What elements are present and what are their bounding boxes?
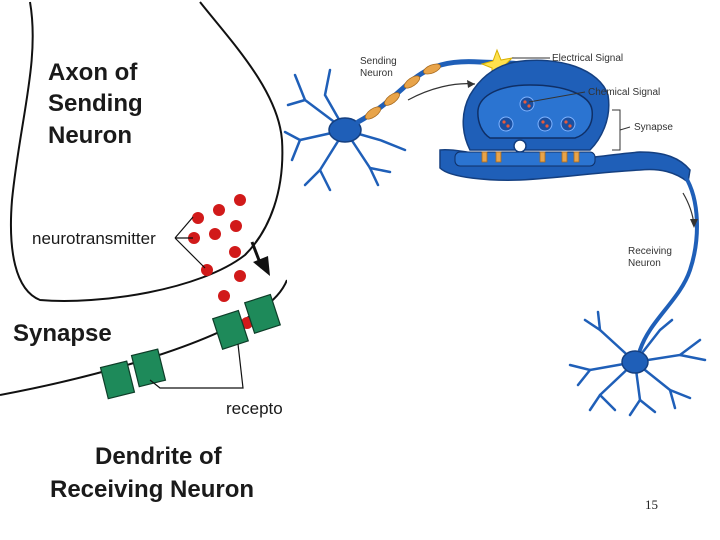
sending-neuron-soma xyxy=(328,117,362,143)
axon-terminal-outline xyxy=(9,1,284,302)
page-number: 15 xyxy=(645,497,658,512)
electrical-signal-label: Electrical Signal xyxy=(552,53,623,64)
vesicle xyxy=(229,246,241,258)
vesicle xyxy=(218,290,230,302)
dendrite-title-line-2: Receiving Neuron xyxy=(50,476,254,503)
vesicle xyxy=(213,204,225,216)
left-synapse-diagram: Axon of Sending Neuron neurotransmitter … xyxy=(0,1,288,503)
receptor xyxy=(211,309,250,350)
chemical-signal-leader xyxy=(528,91,586,103)
synaptic-cleft-membrane xyxy=(454,151,596,167)
vesicle-contents xyxy=(502,100,572,128)
axon-title-line-3: Neuron xyxy=(48,122,132,149)
receptor xyxy=(243,293,282,334)
synapse-bracket xyxy=(612,109,621,151)
receptor-leader xyxy=(149,343,244,389)
myelin-sheath xyxy=(364,63,441,120)
release-vesicle xyxy=(513,139,527,153)
receiving-axon xyxy=(638,174,699,352)
receiving-neuron-dendrites xyxy=(568,310,707,417)
vesicle xyxy=(192,212,204,224)
vesicle xyxy=(234,194,246,206)
terminal-inner xyxy=(477,84,594,139)
receiving-neuron-soma xyxy=(621,350,649,374)
signal-flow-arrow-top xyxy=(407,83,476,101)
neurotransmitter-leader xyxy=(174,216,206,269)
receptor xyxy=(130,348,167,388)
terminal-vesicles xyxy=(498,96,576,132)
sending-neuron-label-2: Neuron xyxy=(360,68,393,79)
receptor xyxy=(99,360,136,400)
dendrite-title-line-1: Dendrite of xyxy=(95,443,223,470)
vesicle xyxy=(209,228,221,240)
synapse-small-label: Synapse xyxy=(634,122,673,133)
sending-neuron-label-1: Sending xyxy=(360,56,397,67)
dendrite-membrane-line xyxy=(0,279,288,396)
release-arrow xyxy=(250,241,270,276)
synapse-label: Synapse xyxy=(13,320,112,347)
receiving-neuron-label-1: Receiving xyxy=(628,246,672,257)
vesicle xyxy=(230,220,242,232)
axon-title-line-2: Sending xyxy=(48,90,143,117)
axon-title-line-1: Axon of xyxy=(48,59,138,86)
chemical-signal-label: Chemical Signal xyxy=(588,87,660,98)
membrane-receptors xyxy=(481,151,580,163)
receptor-label: recepto xyxy=(226,399,283,418)
neurotransmitter-label: neurotransmitter xyxy=(32,229,156,248)
vesicle xyxy=(234,270,246,282)
receptors xyxy=(99,293,282,400)
vesicle xyxy=(188,232,200,244)
synapse-leader xyxy=(619,126,631,131)
neurotransmitter-vesicles xyxy=(188,194,253,329)
receiving-neuron-label-2: Neuron xyxy=(628,258,661,269)
right-neuron-illustration: Sending Neuron Electrical Signal Chemica… xyxy=(283,48,707,417)
